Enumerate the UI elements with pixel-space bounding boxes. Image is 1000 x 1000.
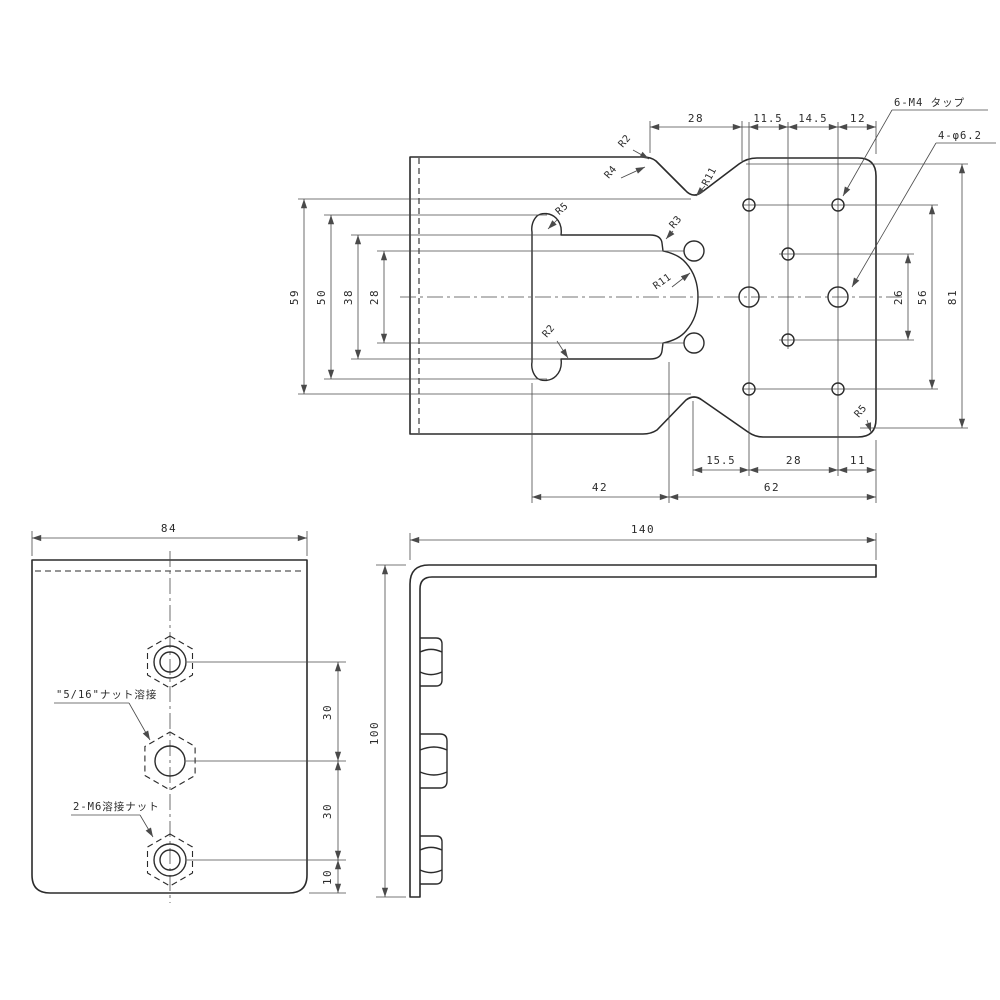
side-profile-outline: [409, 564, 877, 898]
side-height-dim: 100: [368, 564, 406, 898]
dim-11-5: 11.5: [753, 113, 782, 125]
dim-42: 42: [592, 481, 608, 494]
weld-nut-middle-5-16: [144, 731, 196, 791]
phi62-holes: [683, 240, 849, 354]
top-view: 28 11.5 14.5 12 59 50 38 28: [288, 97, 996, 503]
weld-nut-bottom-m6: [146, 833, 194, 887]
label-r4-corner: R4: [603, 164, 620, 181]
dim-26: 26: [892, 289, 905, 305]
dim-62: 62: [764, 481, 780, 494]
label-r5-slot: R5: [554, 201, 571, 218]
side-length-dim: 140: [409, 523, 877, 560]
hole-centerlines: [377, 122, 938, 476]
slot-cutout: [531, 212, 699, 382]
side-nut-middle: [419, 733, 448, 789]
nut-pitch-dims: 30 30 10: [186, 661, 346, 894]
left-dimension-stack: 59 50 38 28: [288, 198, 691, 395]
label-r5-plate: R5: [853, 403, 870, 420]
weld-nut-top-m6: [146, 635, 194, 689]
right-dimension-stack: 26 56 81: [746, 163, 968, 429]
bottom-dimension-rows: 15.5 28 11 42 62: [531, 362, 877, 503]
top-view-outline: [409, 156, 877, 438]
radius-callouts: R2 R4 R11 R5 R3 R11 R2 R5: [541, 133, 872, 433]
flange-view: 84 30 30 10 "5/16"ナット溶接 2-M6溶接ナット: [31, 522, 346, 903]
label-r11-notch: R11: [700, 166, 719, 188]
label-5-16-nut-weld: "5/16"ナット溶接: [56, 688, 157, 701]
flange-outline: [31, 559, 308, 894]
label-r2-lobe: R2: [541, 323, 558, 340]
dim-100: 100: [368, 721, 381, 745]
dim-28-bottom: 28: [786, 454, 802, 467]
top-dimension-chain: 28 11.5 14.5 12: [649, 112, 877, 161]
dim-140: 140: [631, 523, 655, 536]
flange-width-dim: 84: [31, 522, 308, 556]
label-4-phi-6-2: 4-φ6.2: [938, 130, 982, 142]
label-6-m4-tap: 6-M4 タップ: [894, 97, 965, 109]
label-2-m6-weld-nut: 2-M6溶接ナット: [73, 800, 160, 813]
dim-14-5: 14.5: [798, 113, 827, 125]
dim-38: 38: [342, 289, 355, 305]
dim-81: 81: [946, 289, 959, 305]
dim-30-upper: 30: [321, 704, 334, 720]
side-view: 140 100: [368, 523, 877, 898]
label-r11-bulge: R11: [651, 272, 673, 292]
dim-12: 12: [850, 112, 866, 125]
hole-callouts: 6-M4 タップ 4-φ6.2: [842, 97, 996, 288]
label-r2-corner: R2: [617, 133, 634, 150]
dim-59: 59: [288, 289, 301, 305]
dim-28-top: 28: [688, 112, 704, 125]
dim-11: 11: [850, 454, 866, 467]
dim-10: 10: [321, 869, 334, 885]
dim-15-5: 15.5: [706, 455, 735, 467]
m4-tap-holes: [742, 198, 845, 396]
side-nut-top: [419, 637, 443, 687]
dim-28-left: 28: [368, 289, 381, 305]
dim-84: 84: [161, 522, 177, 535]
dim-30-lower: 30: [321, 803, 334, 819]
side-nut-bottom: [419, 835, 443, 885]
dim-56: 56: [916, 289, 929, 305]
dim-50: 50: [315, 289, 328, 305]
nut-annotations: "5/16"ナット溶接 2-M6溶接ナット: [54, 688, 160, 838]
label-r3-step: R3: [668, 214, 685, 231]
